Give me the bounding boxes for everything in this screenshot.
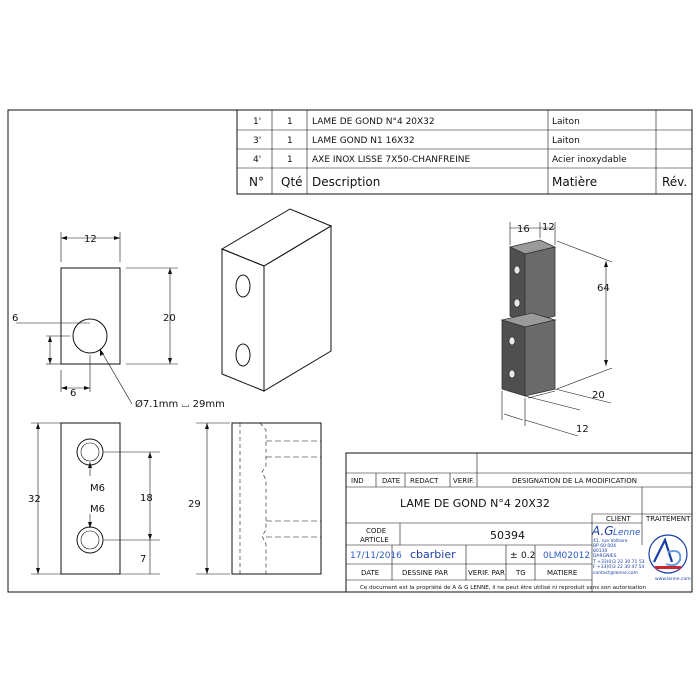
company-logo: www.lenne.com — [648, 534, 691, 582]
bom-row1-qty: 1 — [287, 117, 293, 127]
side-view-outline — [231, 422, 322, 575]
dim-top-width: 12 — [84, 234, 97, 245]
iso-block-front — [221, 248, 265, 392]
top-view-hole — [72, 318, 108, 354]
bom-row2-no: 3' — [253, 136, 261, 146]
bom-header-qty: Qté — [281, 175, 303, 189]
bom-row3-description: AXE INOX LISSE 7X50-CHANFREINE — [312, 155, 470, 165]
date-label: DATE — [361, 569, 379, 577]
bom-border — [236, 109, 693, 195]
dim-iso-depth: 16 — [517, 224, 530, 235]
part-name: LAME DE GOND N°4 20X32 — [400, 497, 550, 510]
dim-iso-bottom-width: 12 — [576, 424, 589, 435]
bom-row2-material: Laiton — [552, 136, 580, 146]
footer-note: Ce document est la propriété de A & G LE… — [360, 584, 647, 591]
company-fax: F +33(0)3 22 30 47 54 — [593, 564, 645, 570]
dim-bottom-offset: 7 — [140, 554, 146, 565]
bom-row1-description: LAME DE GOND N°4 20X32 — [312, 117, 435, 127]
thread-label-1: M6 — [90, 483, 105, 494]
iso-view-block — [220, 208, 333, 392]
bom-row2-qty: 1 — [287, 136, 293, 146]
bom-header-description: Description — [312, 175, 380, 189]
front-view-outline — [60, 422, 121, 575]
dim-hole-spacing: 18 — [140, 493, 153, 504]
front-view: 32 M6 M6 18 7 — [28, 422, 160, 575]
mod-header-verif: VERIF. — [453, 477, 474, 485]
mod-header-redact: REDACT — [410, 477, 439, 485]
drawn-by-label: DESSINE PAR — [402, 569, 448, 577]
dim-iso-height: 64 — [597, 283, 610, 294]
bom-row1-no: 1' — [253, 117, 261, 127]
dim-iso-width: 12 — [542, 222, 555, 233]
mod-header-designation: DESIGNATION DE LA MODIFICATION — [512, 477, 637, 485]
bom-header-material: Matière — [552, 175, 597, 189]
iso-block-side — [263, 225, 332, 392]
bom-row3-qty: 1 — [287, 155, 293, 165]
bom-row3-no: 4' — [253, 155, 261, 165]
hole-callout: Ø7.1mm ⌴ 29mm — [135, 398, 225, 410]
dim-side-height: 29 — [188, 499, 201, 510]
dim-top-height: 20 — [163, 313, 176, 324]
dim-iso-bottom-depth: 20 — [592, 390, 605, 401]
code-value: 50394 — [490, 529, 525, 542]
tg-label: TG — [515, 569, 526, 577]
bom-row2-description: LAME GOND N1 16X32 — [312, 136, 415, 146]
top-view-outline — [60, 267, 121, 365]
company-name: A.G — [591, 524, 614, 538]
side-view: 29 — [188, 422, 322, 575]
dim-hole-offset-x: 6 — [70, 388, 76, 399]
dim-front-height: 32 — [28, 494, 41, 505]
logo-caption: www.lenne.com — [655, 576, 691, 582]
bom-row3-material: Acier inoxydable — [552, 155, 627, 165]
traitement-label: TRAITEMENT — [645, 515, 691, 523]
dim-hole-offset-y: 6 — [12, 313, 18, 324]
mod-header-date: DATE — [382, 477, 400, 485]
thread-label-2: M6 — [90, 504, 105, 515]
matiere-label: MATIERE — [547, 569, 577, 577]
tolerance-symbol: ± — [510, 551, 518, 561]
iso-block-hole-top — [235, 274, 251, 298]
bom-row1-material: Laiton — [552, 117, 580, 127]
iso-upper-front — [509, 246, 526, 324]
company-address-2: BP 60 004 — [593, 543, 616, 549]
iso-view-assembly: 16 12 64 20 12 — [500, 222, 613, 437]
client-label: CLIENT — [606, 515, 632, 523]
iso-block-hole-bottom — [235, 343, 251, 367]
company-email: contact@lenne.com — [593, 570, 638, 576]
iso-upper-side — [524, 246, 556, 324]
code-label-1: CODE — [366, 527, 386, 535]
iso-lower-front — [501, 319, 526, 397]
title-block: IND DATE REDACT VERIF. DESIGNATION DE LA… — [345, 452, 693, 593]
mod-header-ind: IND — [351, 477, 364, 485]
bom-header-no: N° — [249, 175, 264, 189]
company-phone: T +33(0)3 22 30 71 53 — [592, 559, 645, 565]
iso-lower-side — [524, 319, 556, 397]
bom-table: 1' 1 LAME DE GOND N°4 20X32 Laiton 3' 1 … — [236, 109, 693, 195]
company-name-script: Lenne — [613, 528, 641, 538]
drawn-by-value: cbarbier — [410, 548, 456, 561]
iso-block-top — [220, 208, 333, 267]
code-label-2: ARTICLE — [360, 536, 389, 544]
company-address-3: 80130 — [593, 548, 607, 554]
bom-header-rev: Rév. — [662, 175, 687, 189]
verif-par-label: VERIF. PAR — [468, 569, 505, 577]
company-address-1: 41, rue Voltaire — [593, 538, 628, 544]
company-address-4: DARGNIES — [593, 553, 617, 559]
date-value: 17/11/2016 — [350, 551, 402, 561]
material-code: 0LM02012 — [543, 551, 590, 561]
tolerance-value: 0.2 — [521, 551, 535, 561]
top-view: 12 20 6 6 Ø7.1mm ⌴ 29mm — [12, 232, 225, 410]
